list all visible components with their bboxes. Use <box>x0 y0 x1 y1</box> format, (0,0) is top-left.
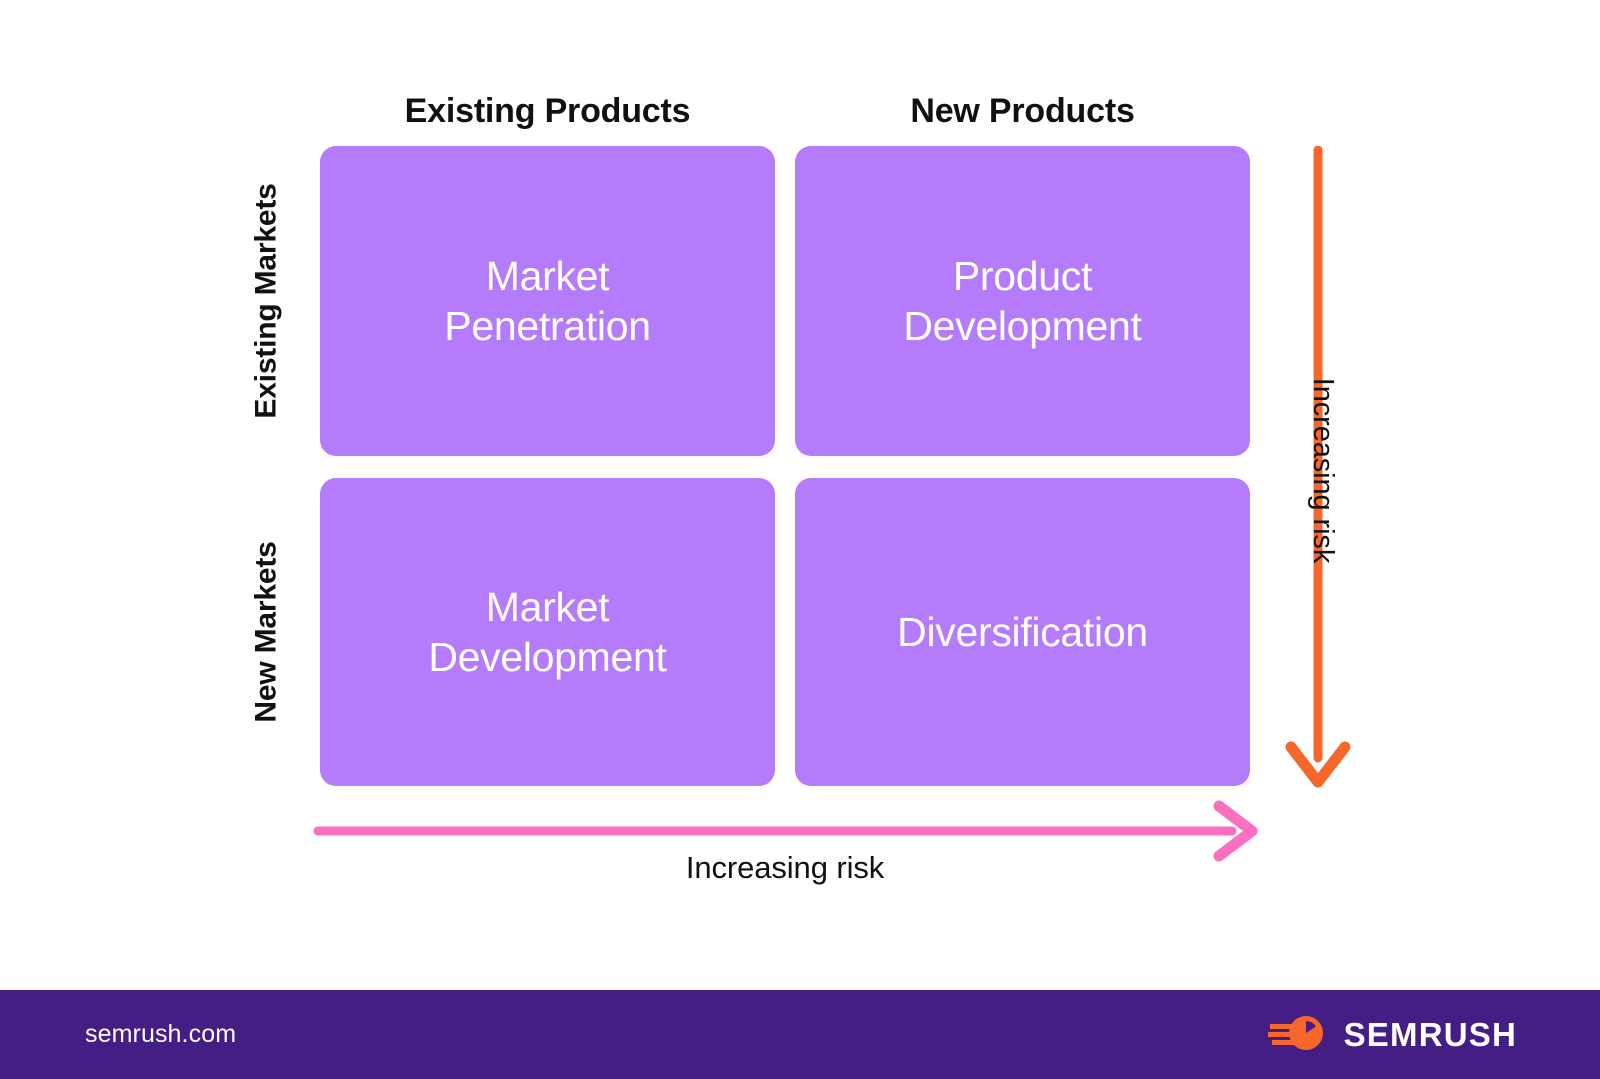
row-label-existing-markets: Existing Markets <box>244 146 290 456</box>
quadrant-diversification[interactable]: Diversification <box>795 478 1250 786</box>
quadrant-label-line: Market <box>485 583 610 630</box>
footer-brand-name: SEMRUSH <box>1343 1015 1517 1053</box>
row-label-new-markets-text: New Markets <box>250 541 283 723</box>
quadrant-label-line: Development <box>428 634 667 680</box>
footer-bar: semrush.com SEMRUSH <box>0 990 1600 1079</box>
quadrant-label-line: Penetration <box>444 303 651 349</box>
column-header-existing-products: Existing Products <box>404 92 691 130</box>
quadrant-product-development-label: Product Development <box>903 251 1142 351</box>
horizontal-risk-label: Increasing risk <box>685 850 885 885</box>
semrush-comet-icon <box>1267 1012 1330 1057</box>
row-label-existing-markets-text: Existing Markets <box>250 183 283 419</box>
row-label-new-markets: New Markets <box>244 478 290 786</box>
quadrant-label-line: Product <box>952 252 1093 299</box>
quadrant-label-line: Diversification <box>897 608 1148 655</box>
quadrant-market-penetration[interactable]: Market Penetration <box>320 146 775 456</box>
footer-logo[interactable]: SEMRUSH <box>1267 1012 1517 1057</box>
vertical-risk-arrow-icon <box>1272 146 1364 792</box>
quadrant-market-development-label: Market Development <box>428 582 667 682</box>
quadrant-label-line: Market <box>485 252 610 299</box>
quadrant-market-penetration-label: Market Penetration <box>444 251 651 351</box>
quadrant-product-development[interactable]: Product Development <box>795 146 1250 456</box>
quadrant-diversification-label: Diversification <box>897 607 1148 657</box>
quadrant-market-development[interactable]: Market Development <box>320 478 775 786</box>
horizontal-risk-arrow-icon <box>312 800 1264 862</box>
column-header-new-products: New Products <box>910 92 1135 130</box>
quadrant-label-line: Development <box>903 303 1142 349</box>
footer-url[interactable]: semrush.com <box>85 1020 237 1048</box>
